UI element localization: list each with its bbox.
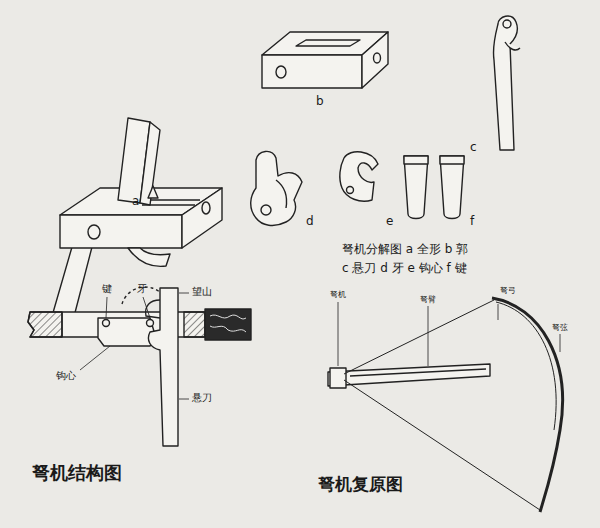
part-name: 牙: [137, 283, 147, 295]
part-name: 望山: [192, 286, 212, 298]
figure-letter: a: [132, 194, 139, 208]
part-name: 弩机: [330, 290, 346, 300]
figure-letter: b: [316, 94, 324, 108]
part-name: 弩弓: [500, 286, 516, 296]
part-name: 弩臂: [420, 295, 436, 305]
trigger-blade: [493, 16, 520, 150]
tooth-piece: [251, 151, 302, 225]
figure-title: 弩机结构图: [32, 462, 122, 484]
caption-text: 弩机分解图 a 全形 b 郭 c 悬刀 d 牙 e 钩心 f 键: [342, 240, 470, 277]
pins: [404, 156, 464, 219]
full-mechanism: [48, 118, 222, 332]
part-name: 弩弦: [552, 323, 568, 333]
part-name: 悬刀: [192, 392, 212, 404]
structure-section: [28, 287, 251, 446]
figure-title: 弩机复原图: [318, 474, 403, 494]
figure-letter: d: [306, 214, 314, 228]
part-name: 键: [102, 283, 112, 295]
figure-letter: f: [470, 214, 474, 228]
figure-letter: e: [386, 214, 393, 228]
hook-center: [340, 152, 378, 202]
leader-lines: [80, 293, 560, 399]
housing: [262, 32, 388, 88]
figure-letter: c: [470, 140, 477, 154]
part-name: 钩心: [56, 370, 76, 382]
